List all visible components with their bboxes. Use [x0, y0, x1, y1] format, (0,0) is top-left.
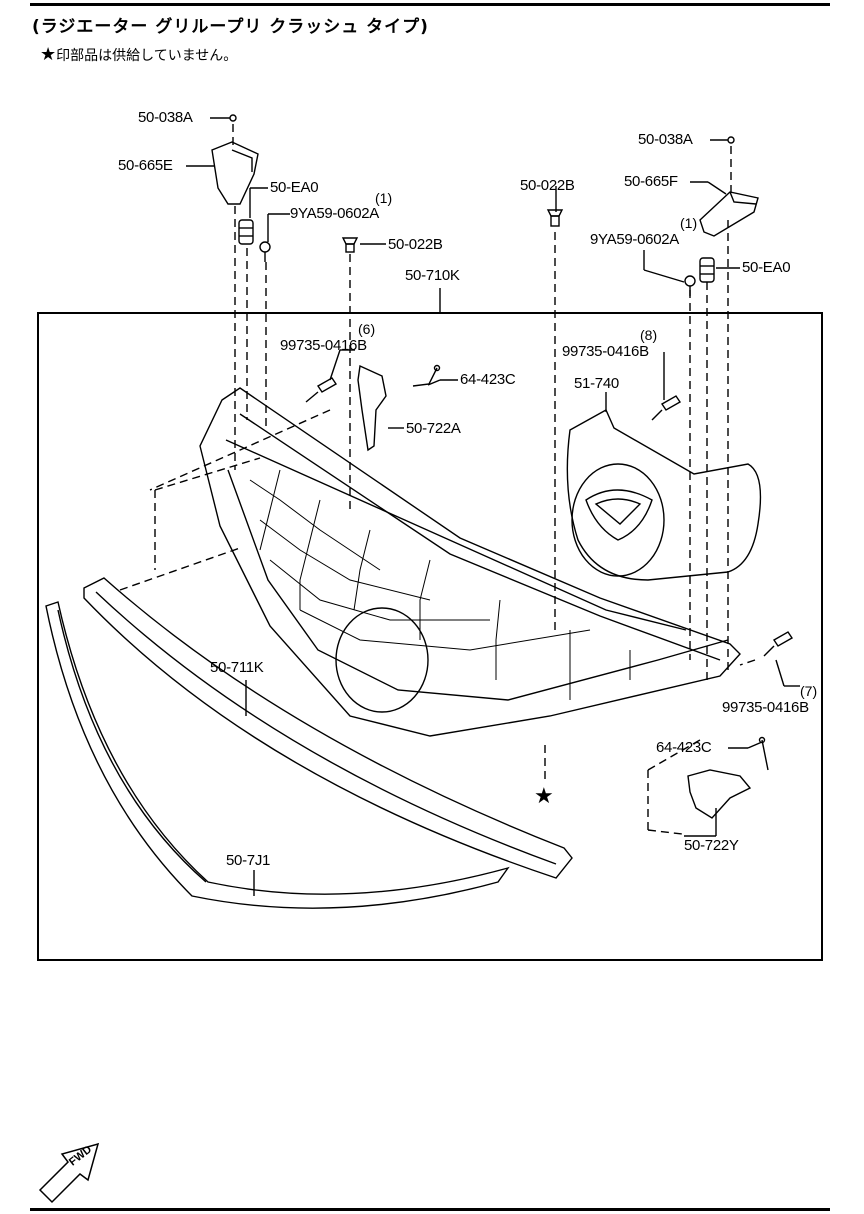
part-label-50-722Y: 50-722Y [684, 837, 739, 854]
top-rule [30, 3, 830, 6]
part-label-51-740: 51-740 [574, 375, 619, 392]
part-label-50-665E: 50-665E [118, 157, 173, 174]
part-label-99735-b: 99735-0416B [562, 343, 649, 360]
supply-note: ★印部品は供給していません。 [40, 44, 237, 65]
part-label-50-022B-left: 50-022B [388, 236, 443, 253]
part-label-50-EA0-right: 50-EA0 [742, 259, 791, 276]
part-label-50-711K: 50-711K [210, 659, 264, 676]
part-label-9YA59-right: 9YA59-0602A [590, 231, 679, 248]
brackets [211, 141, 759, 237]
part-label-50-7J1: 50-7J1 [226, 852, 271, 869]
fasteners [229, 114, 793, 771]
trim-50-7J1 [45, 601, 510, 909]
clip-50-722A [357, 364, 387, 452]
not-supplied-star-icon: ★ [534, 784, 554, 809]
qty-9YA59-right: (1) [680, 215, 698, 231]
qty-99735-c: (7) [800, 683, 818, 699]
qty-9YA59-left: (1) [375, 190, 393, 206]
clip-50-722Y [687, 769, 752, 819]
part-label-50-022B-center: 50-022B [520, 177, 575, 194]
assembly-frame [37, 312, 823, 961]
star-icon: ★ [40, 44, 57, 65]
fwd-arrow [38, 1142, 100, 1204]
assembly-dash-lines [119, 124, 756, 835]
qty-99735-b: (8) [640, 327, 658, 343]
part-label-99735-c: 99735-0416B [722, 699, 809, 716]
qty-99735-a: (6) [358, 321, 376, 337]
part-label-99735-a: 99735-0416B [280, 337, 367, 354]
part-label-50-EA0-left: 50-EA0 [270, 179, 319, 196]
part-label-50-710K: 50-710K [405, 267, 460, 284]
part-label-50-665F: 50-665F [624, 173, 678, 190]
page-title: (ラジエーター グリループリ クラッシュ タイプ) [32, 17, 429, 37]
part-label-50-722A: 50-722A [406, 420, 461, 437]
emblem-housing [566, 409, 762, 581]
part-label-50-038A-right: 50-038A [638, 131, 693, 148]
part-label-9YA59-left: 9YA59-0602A [290, 205, 379, 222]
part-label-64-423C-bottom: 64-423C [656, 739, 712, 756]
supply-note-text: 印部品は供給していません。 [56, 48, 238, 64]
leader-lines [186, 117, 800, 896]
main-grille [199, 387, 741, 737]
part-label-50-038A-left: 50-038A [138, 109, 193, 126]
molding-50-711K [83, 577, 573, 879]
part-label-64-423C-top: 64-423C [460, 371, 516, 388]
bottom-rule [30, 1208, 830, 1211]
